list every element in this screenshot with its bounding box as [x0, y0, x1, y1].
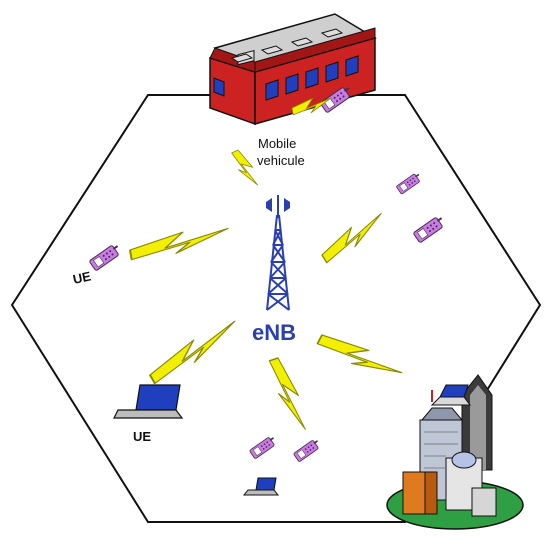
mobile-vehicle-label-line2: vehicule: [257, 153, 305, 168]
office-buildings-icon: [386, 374, 524, 530]
enb-label: eNB: [252, 320, 296, 345]
mobile-phone-icon: [395, 171, 423, 195]
laptop-icon: [113, 384, 184, 419]
ue-laptop-label: UE: [133, 429, 151, 444]
lightning-icon: [144, 316, 244, 386]
lightning-icon: [315, 326, 405, 388]
mobile-vehicle-label-line1: Mobile: [258, 136, 296, 151]
lightning-icon: [230, 147, 261, 191]
lightning-icon: [267, 354, 310, 435]
mobile-phone-icon: [412, 214, 447, 244]
mobile-phone-icon: [88, 242, 123, 272]
mobile-phone-icon: [292, 437, 322, 463]
ue-phone-label: UE: [72, 268, 93, 286]
lightning-icon: [127, 223, 232, 263]
lightning-icon: [317, 209, 390, 265]
bus-icon: [209, 13, 377, 126]
cell-tower-icon: [266, 195, 290, 311]
laptop-icon: [242, 477, 280, 496]
mobile-phone-icon: [248, 434, 278, 460]
